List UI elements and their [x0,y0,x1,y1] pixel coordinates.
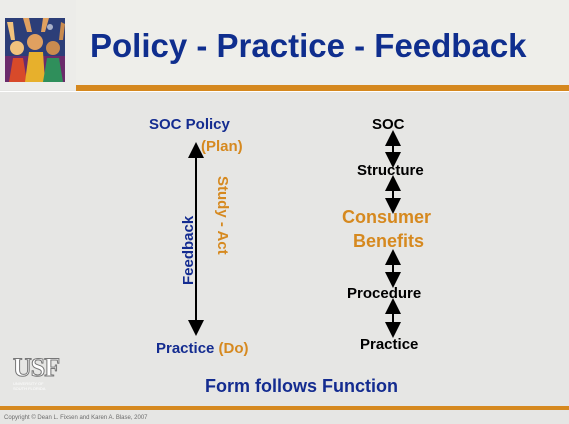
bottom-bar [0,406,569,410]
header-divider [0,91,569,92]
slide-title: Policy - Practice - Feedback [90,27,527,64]
do-label: (Do) [218,340,249,357]
soc-policy-label: SOC Policy [149,116,230,133]
practice-item: Practice [360,336,419,353]
study-act-label: Study - Act [214,176,231,255]
consumer-item: Consumer [342,207,432,227]
feedback-label: Feedback [180,215,197,285]
title-band [76,0,569,87]
title-underline-bar [76,85,569,91]
footer-strip [0,410,569,424]
benefits-item: Benefits [353,231,425,251]
usf-logo: USF UNIVERSITY OF SOUTH FLORIDA [13,353,61,401]
usf-logo-subtext: UNIVERSITY OF SOUTH FLORIDA [13,381,46,391]
soc-item: SOC [372,116,405,133]
form-follows-function-caption: Form follows Function [205,376,398,396]
plan-label: (Plan) [201,138,243,155]
practice-do-label: Practice (Do) [156,340,249,357]
procedure-item: Procedure [347,285,422,302]
usf-logo-text: USF [13,353,61,382]
structure-item: Structure [357,162,424,179]
celebrating-people-image [5,18,65,82]
copyright-notice: Copyright © Dean L. Fixsen and Karen A. … [4,415,148,421]
practice-label: Practice [156,340,215,357]
